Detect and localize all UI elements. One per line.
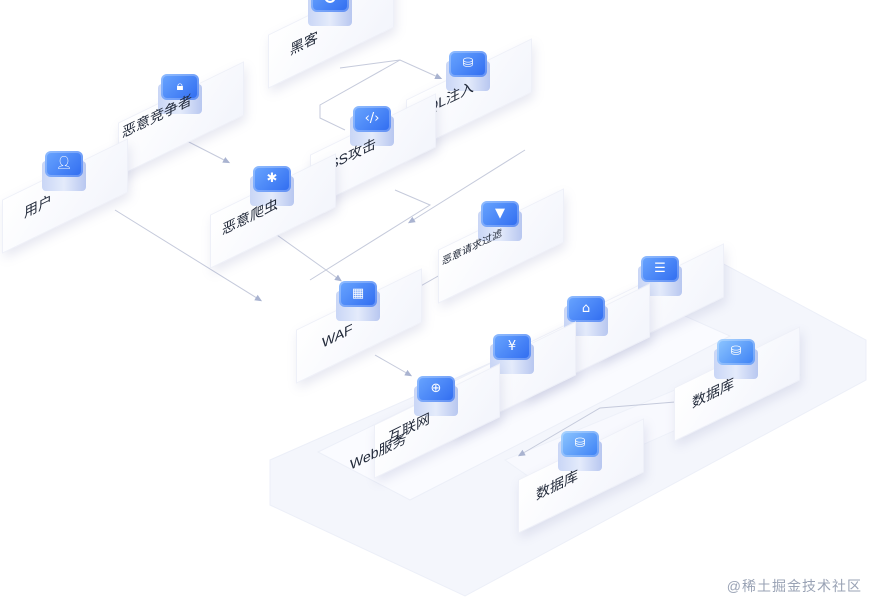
node-malicious-competitor: 🔒︎ 恶意竞争者 — [118, 61, 244, 177]
watermark: @稀土掘金技术社区 — [726, 578, 862, 594]
line-hacker-sql — [339, 59, 443, 79]
node-database-1: ⛁ 数据库 — [674, 326, 800, 442]
line-competitor-crawler — [184, 139, 231, 164]
node-internet: ⊕ 互联网 — [374, 363, 500, 479]
code-icon: ‹/› — [364, 111, 380, 126]
hacker-icon: ☻ — [311, 0, 349, 10]
node-gov: ⌂ 政务 — [524, 283, 650, 399]
node-info: ☰ 信息 — [598, 243, 724, 359]
node-xss-attack: ‹/› XSS攻击 — [310, 93, 436, 209]
line-user-waf — [114, 209, 263, 302]
line-hacker-xss — [319, 59, 401, 131]
line-sql-waf — [407, 149, 526, 224]
document-icon: ☰ — [654, 261, 666, 276]
building-icon: ⌂ — [581, 301, 591, 316]
line-waf-web — [374, 354, 413, 377]
node-request-filter: ▼ 恶意请求过滤 — [438, 188, 564, 304]
node-malicious-crawler: ✱ 恶意爬虫 — [210, 153, 336, 269]
database-icon: ⛁ — [574, 436, 586, 451]
node-hacker: ☻ 黑客 — [268, 0, 394, 89]
user-icon: 👤︎ — [55, 156, 73, 171]
node-user: 👤︎ 用户 — [2, 138, 128, 254]
database-icon: ⛁ — [730, 344, 742, 359]
line-db-split — [517, 399, 701, 457]
node-finance: ¥ 金融 — [450, 321, 576, 437]
database-icon: ⛁ — [462, 56, 474, 71]
lock-icon: 🔒︎ — [176, 79, 184, 94]
node-waf: ▦ WAF — [296, 268, 422, 384]
line-xss-waf — [309, 189, 432, 281]
yen-icon: ¥ — [507, 339, 517, 354]
globe-icon: ⊕ — [430, 381, 442, 396]
node-database-2: ⛁ 数据库 — [518, 418, 644, 534]
bug-icon: ✱ — [266, 171, 278, 186]
line-crawler-waf — [269, 229, 342, 282]
node-sql-injection: ⛁ SQL注入 — [406, 38, 532, 154]
funnel-icon: ▼ — [495, 206, 505, 221]
firewall-icon: ▦ — [351, 286, 365, 301]
